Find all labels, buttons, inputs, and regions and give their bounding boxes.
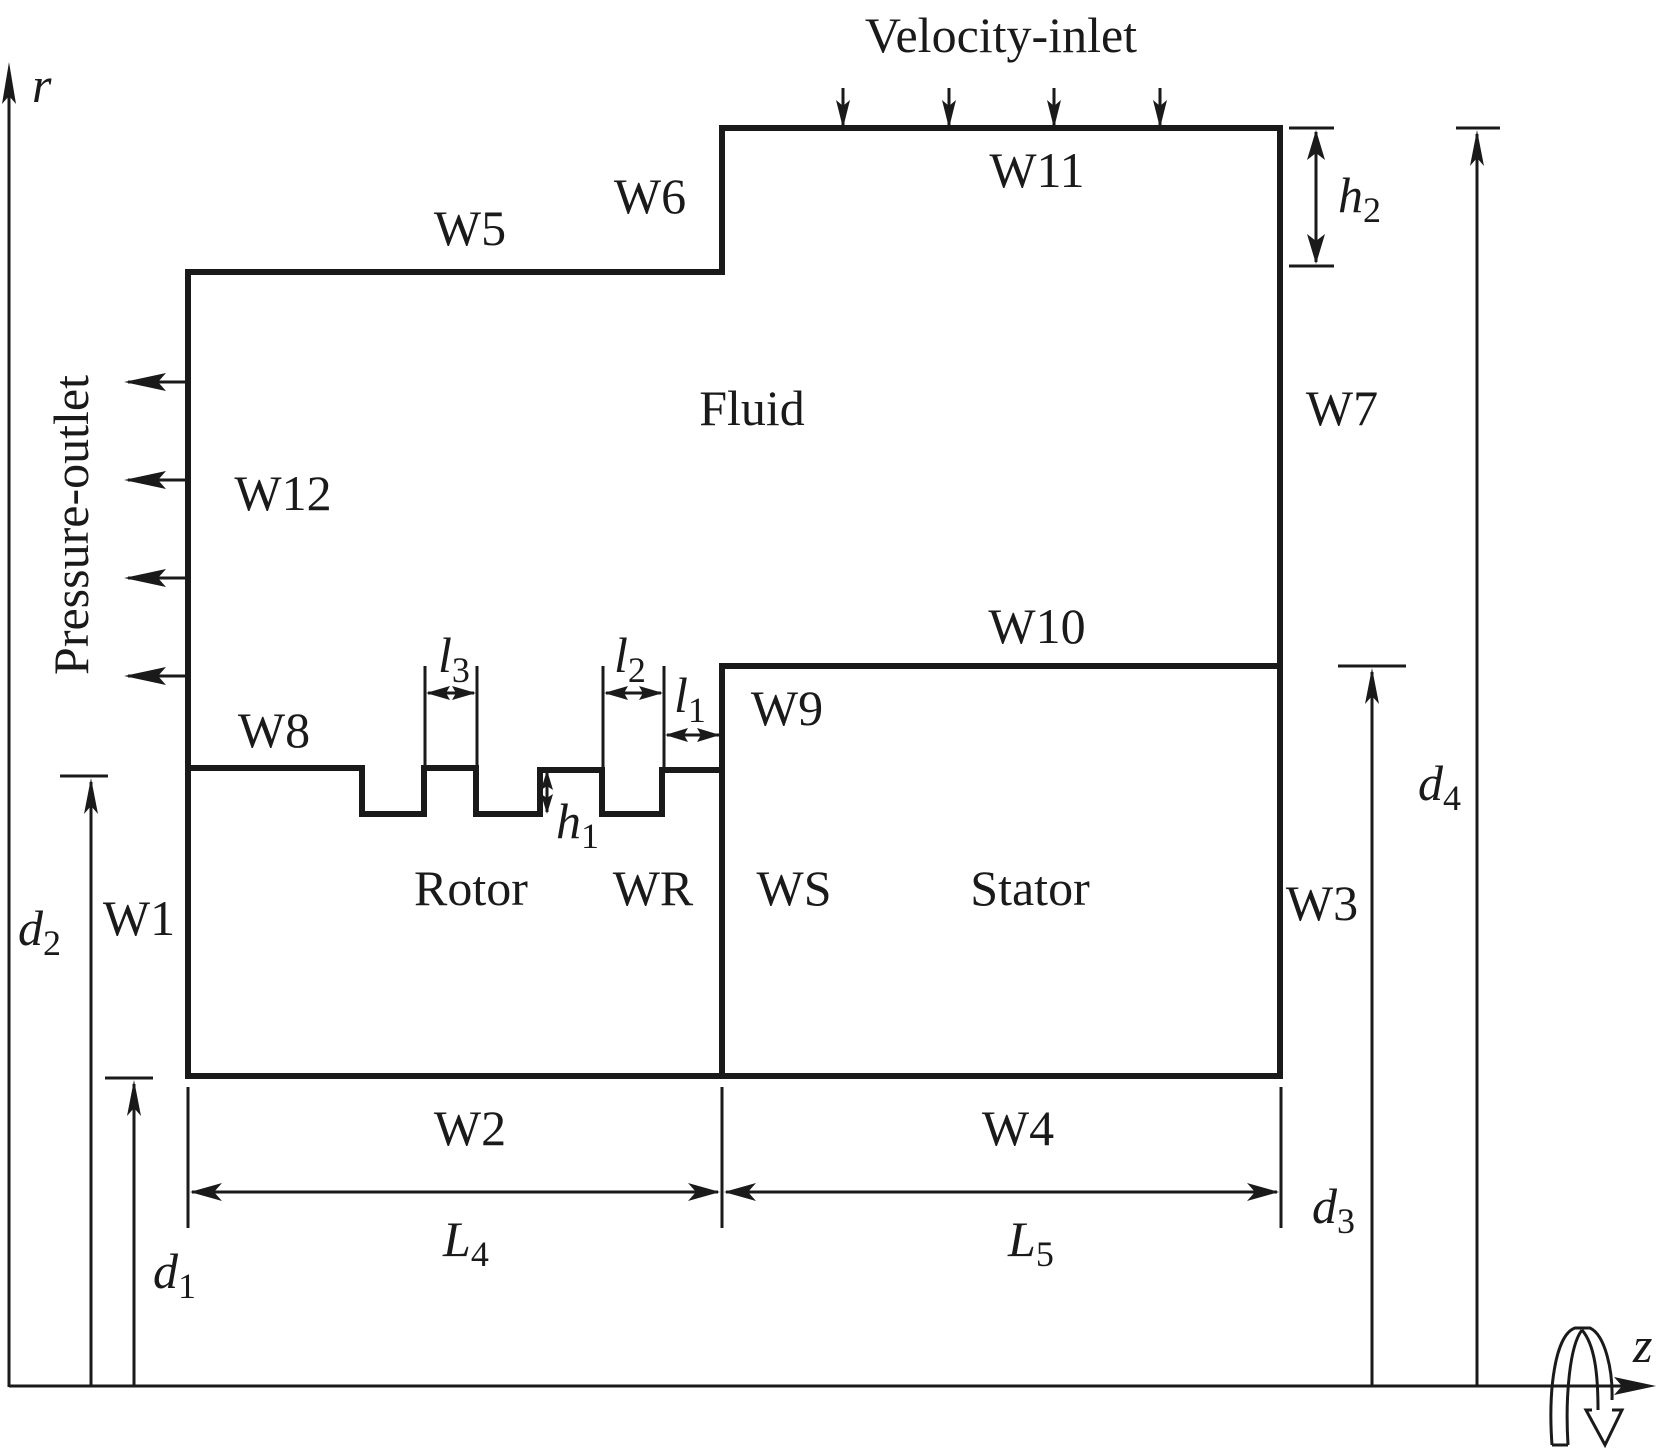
dimension-label-h1: h1 [556, 793, 599, 856]
dimension-h2 [1289, 126, 1334, 268]
wall-label-w4: W4 [982, 1100, 1054, 1156]
wall-label-w7: W7 [1306, 380, 1378, 436]
dimension-label-l1: l1 [674, 667, 706, 730]
dimension-label-d2: d2 [18, 900, 61, 963]
dimension-l1 [665, 728, 720, 742]
dimension-label-l3: l3 [438, 627, 470, 690]
wall-label-w3: W3 [1286, 875, 1358, 931]
dimension-d4 [1456, 126, 1500, 1386]
dimension-label-d1: d1 [153, 1243, 196, 1306]
wall-label-w9: W9 [751, 680, 823, 736]
labyrinth-seal-profile [185, 765, 725, 817]
dimension-l2 [601, 666, 666, 768]
dimension-d1 [105, 1076, 153, 1386]
wall-label-w11: W11 [989, 142, 1084, 198]
dimension-label-L5: L5 [1007, 1211, 1054, 1274]
r-axis-label: r [32, 57, 52, 113]
r-axis [2, 62, 16, 1387]
wall-label-w2: W2 [434, 1100, 506, 1156]
wall-label-w10: W10 [988, 598, 1085, 654]
dimension-d3 [1338, 664, 1406, 1386]
dimension-h1 [541, 770, 553, 814]
rotation-about-z-axis-icon [1549, 1326, 1625, 1449]
region-label-stator: Stator [970, 860, 1090, 916]
rotor-outline [185, 765, 725, 1079]
velocity-inlet-arrows [836, 88, 1167, 128]
dimension-l5 [724, 1087, 1283, 1228]
dimension-label-d4: d4 [1418, 755, 1461, 818]
wall-label-w1: W1 [103, 890, 175, 946]
z-axis [9, 1377, 1656, 1395]
dimension-label-l2: l2 [614, 627, 646, 690]
velocity-inlet-label: Velocity-inlet [865, 7, 1137, 63]
dimension-label-d3: d3 [1312, 1178, 1355, 1241]
dimension-d2 [60, 774, 108, 1386]
wall-label-w12: W12 [234, 465, 331, 521]
wall-label-w8: W8 [238, 702, 310, 758]
wall-label-ws: WS [757, 860, 832, 916]
dimension-l4 [186, 1087, 724, 1228]
wall-label-w5: W5 [434, 200, 506, 256]
region-label-rotor: Rotor [414, 860, 528, 916]
wall-label-w6: W6 [614, 168, 686, 224]
fluid-domain-outline [185, 125, 1283, 771]
region-label-fluid: Fluid [699, 380, 805, 436]
dimension-l3 [423, 666, 479, 766]
dimension-label-L4: L4 [442, 1211, 489, 1274]
pressure-outlet-arrows [124, 373, 186, 685]
dimension-label-h2: h2 [1338, 167, 1381, 230]
z-axis-label: z [1632, 1317, 1652, 1373]
wall-label-wr: WR [613, 860, 694, 916]
pressure-outlet-label: Pressure-outlet [43, 375, 99, 675]
stator-outline [719, 663, 1283, 1079]
